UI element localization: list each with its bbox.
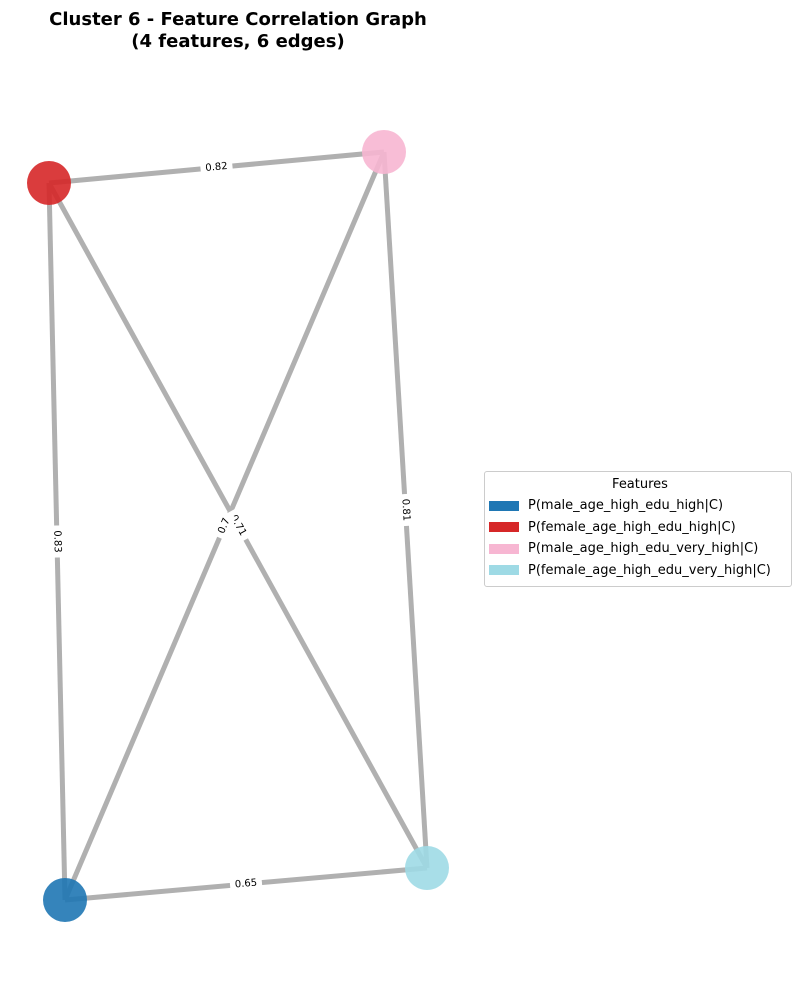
legend-title: Features xyxy=(612,477,668,492)
edge-label-group: 0.82 xyxy=(199,159,234,176)
legend-swatch xyxy=(489,500,519,511)
node-male_high xyxy=(43,878,87,922)
edge-label-group: 0.83 xyxy=(49,525,65,558)
legend-label: P(male_age_high_edu_very_high|C) xyxy=(528,541,759,557)
edge-label-background xyxy=(229,875,263,893)
node-female_very_high xyxy=(405,846,449,890)
edge-label-group: 0.65 xyxy=(229,875,263,893)
legend-label: P(female_age_high_edu_high|C) xyxy=(528,519,736,535)
edge-label-background xyxy=(397,493,414,527)
graph-title-line-1: Cluster 6 - Feature Correlation Graph xyxy=(49,9,427,30)
edge-label-background xyxy=(199,159,234,176)
edge-weight-label: 0.83 xyxy=(51,530,62,553)
legend: Features P(male_age_high_edu_high|C) P(f… xyxy=(484,471,792,587)
edge-weight-label: 0.65 xyxy=(234,878,257,891)
legend-item: P(male_age_high_edu_high|C) xyxy=(489,495,791,517)
edge-label-group: 0.81 xyxy=(397,493,414,527)
node-female_high xyxy=(27,161,71,205)
nodes-layer xyxy=(27,130,449,922)
legend-swatch xyxy=(489,522,519,533)
legend-item: P(female_age_high_edu_very_high|C) xyxy=(489,560,791,582)
legend-swatch xyxy=(489,565,519,576)
legend-label: P(male_age_high_edu_high|C) xyxy=(528,498,724,514)
edge-label-group: 0.7 xyxy=(213,511,236,541)
edge-weight-label: 0.81 xyxy=(399,499,411,522)
graph-title-line-2: (4 features, 6 edges) xyxy=(131,31,344,52)
legend-swatch xyxy=(489,543,519,554)
legend-item: P(male_age_high_edu_very_high|C) xyxy=(489,538,791,560)
legend-item: P(female_age_high_edu_high|C) xyxy=(489,517,791,539)
legend-label: P(female_age_high_edu_very_high|C) xyxy=(528,562,771,578)
edge-labels-layer: 0.820.830.810.650.710.7 xyxy=(49,159,414,893)
edge-label-background xyxy=(213,511,236,541)
edge-weight-label: 0.82 xyxy=(205,161,228,174)
edge-label-background xyxy=(49,525,65,558)
node-male_very_high xyxy=(362,130,406,174)
